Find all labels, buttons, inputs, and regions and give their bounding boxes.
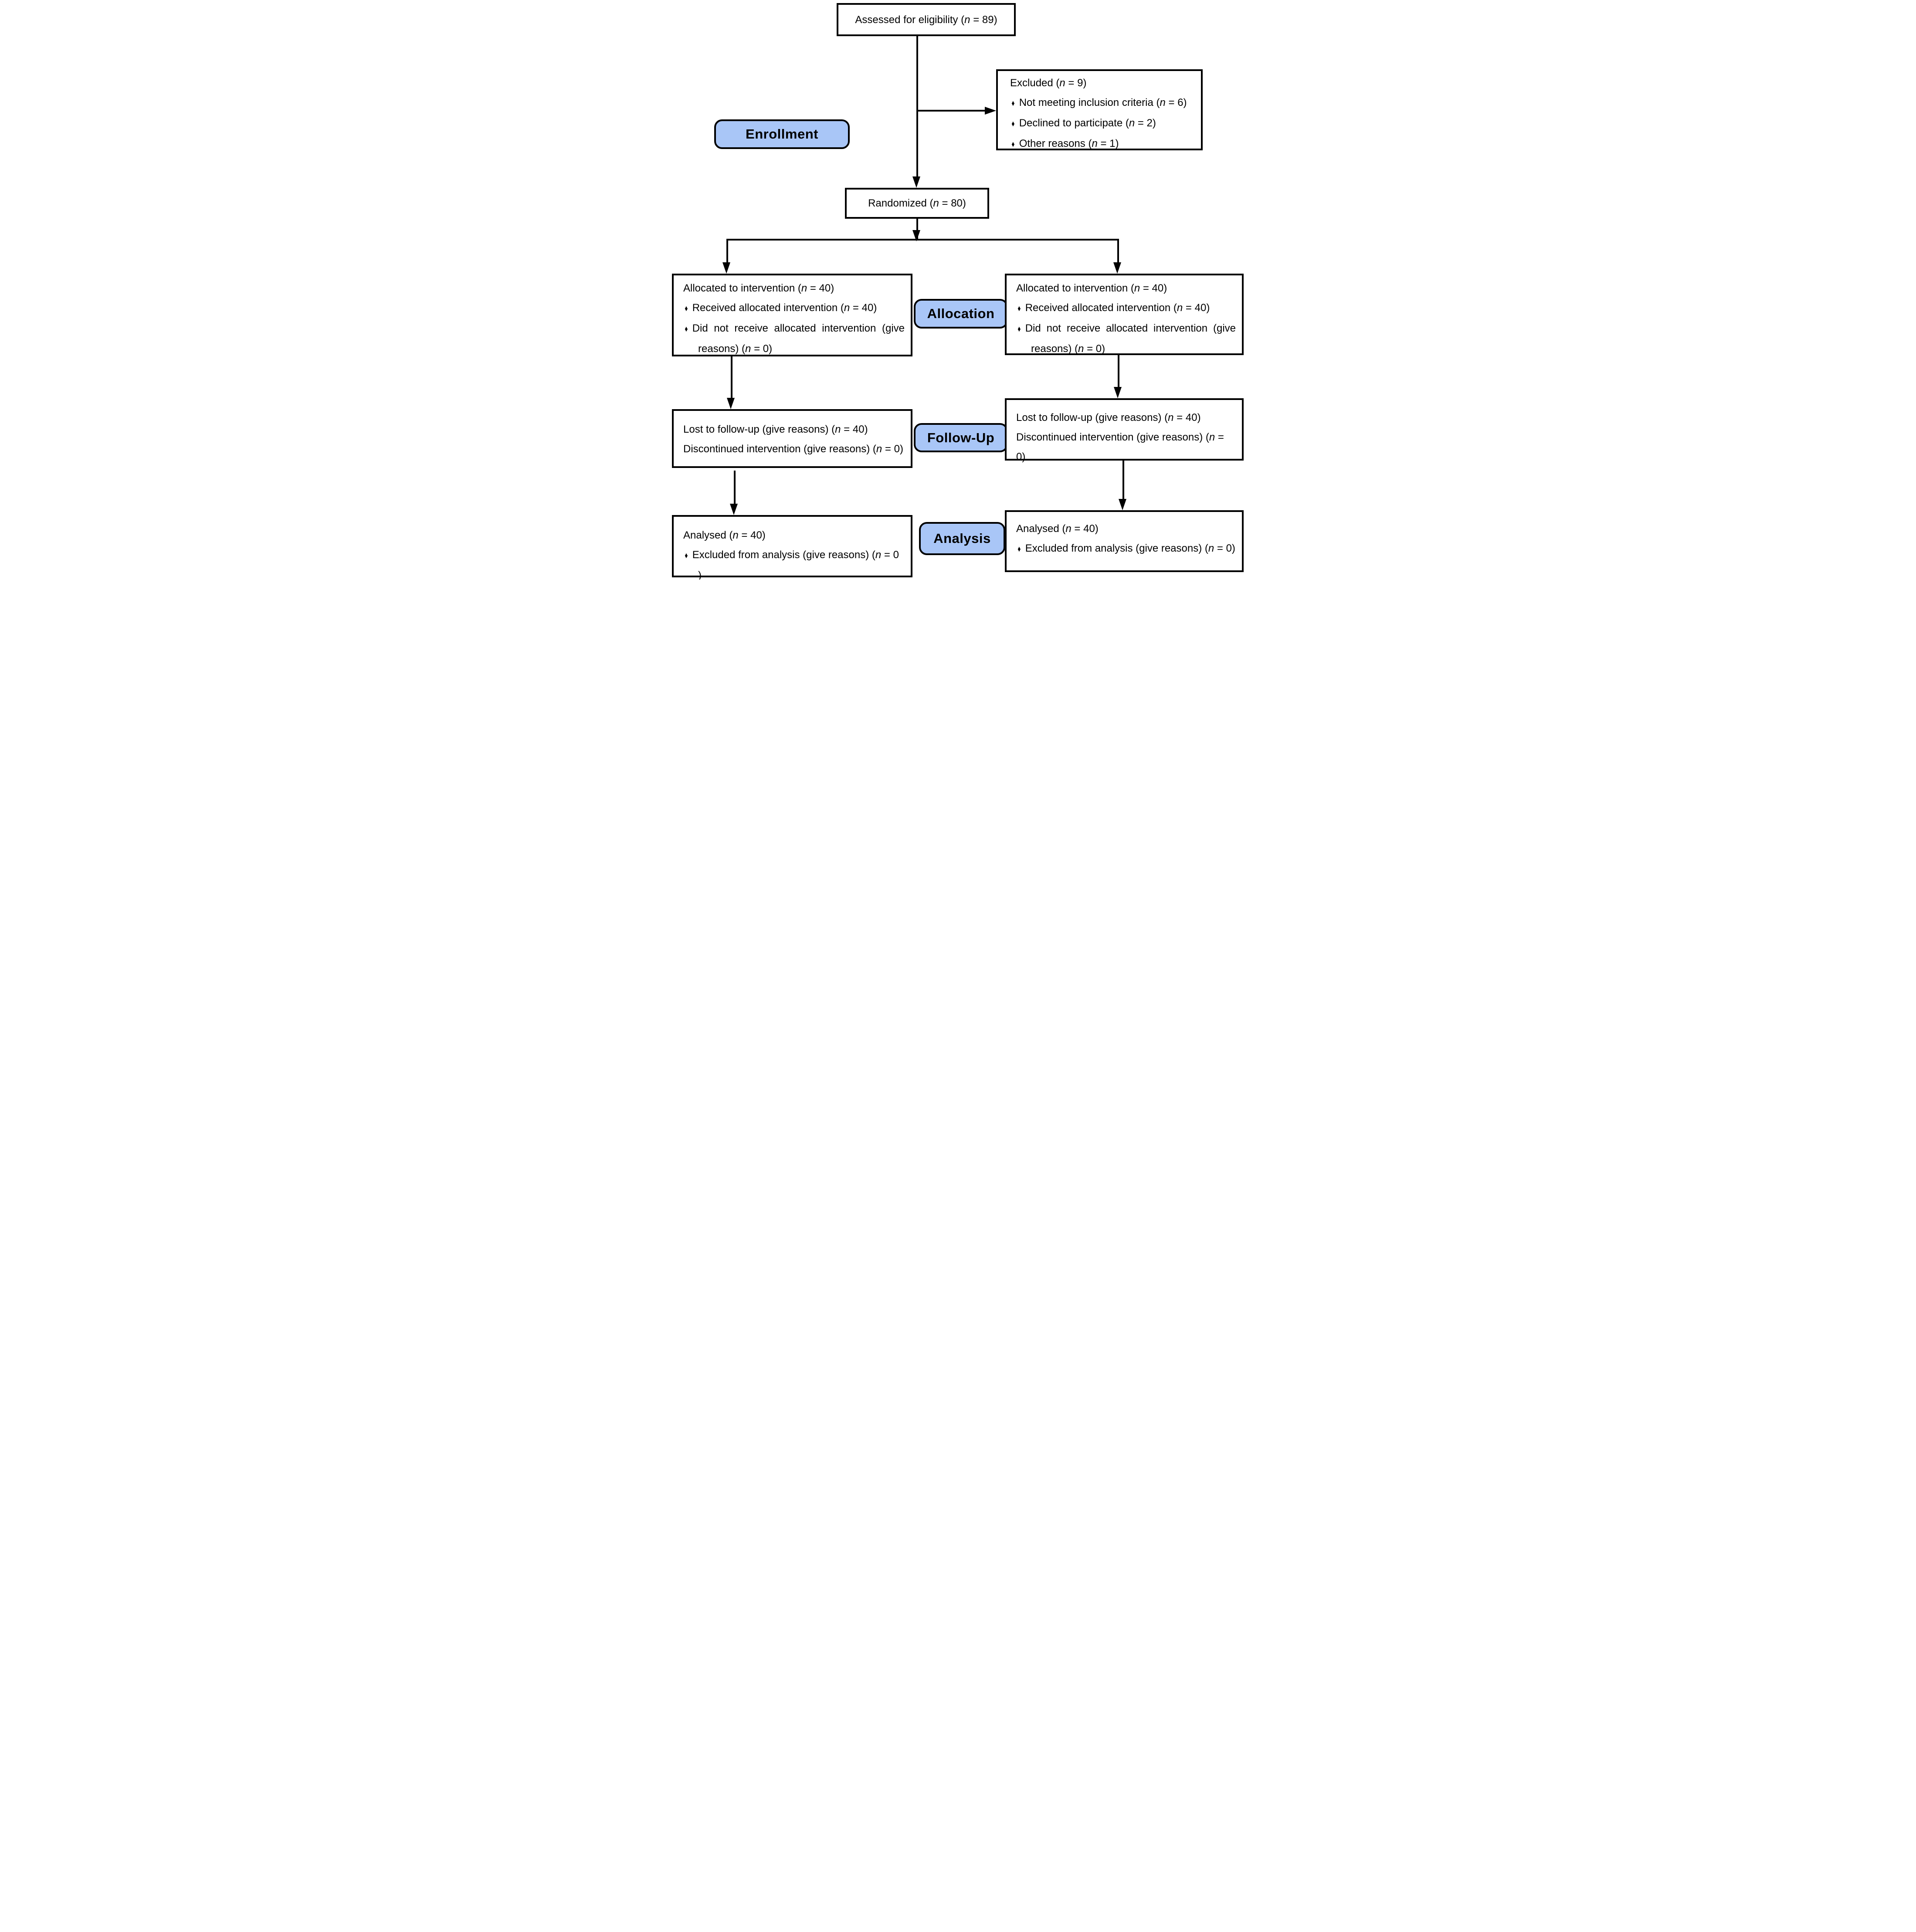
allocation-left-item: ♦ Did not receive allocated intervention … <box>683 319 905 359</box>
allocation-right-item: ♦ Did not receive allocated intervention … <box>1016 319 1236 359</box>
allocation-right-title: Allocated to intervention (n = 40) <box>1016 282 1167 294</box>
assessed-box: Assessed for eligibility (n = 89) <box>837 3 1016 36</box>
followup-left-box: Lost to follow-up (give reasons) (n = 40… <box>672 409 912 468</box>
randomized-text: Randomized (n = 80) <box>868 197 966 209</box>
excluded-content: Excluded (n = 9) ♦ Not meeting inclusion … <box>998 71 1201 154</box>
allocation-left-item-text: Did not receive allocated intervention (… <box>692 322 905 355</box>
arrowhead-to-followup-left-icon <box>727 398 735 409</box>
assessed-text: Assessed for eligibility (n = 89) <box>855 14 997 26</box>
allocation-left-box: Allocated to intervention (n = 40) ♦ Rece… <box>672 274 912 356</box>
diamond-bullet-icon: ♦ <box>1017 325 1021 334</box>
connector-assessed-to-randomized <box>916 36 918 177</box>
connector-to-excluded <box>917 110 986 112</box>
excluded-item: ♦ Other reasons (n = 1) <box>1010 134 1195 154</box>
stage-label-allocation: Allocation <box>914 299 1008 329</box>
analysis-left-box: Analysed (n = 40) ♦ Excluded from analysi… <box>672 515 912 580</box>
connector-randomized-to-branch <box>916 219 918 240</box>
arrowhead-to-allocation-right-icon <box>1113 262 1121 274</box>
diamond-bullet-icon: ♦ <box>685 304 688 313</box>
analysis-left-item-text: Excluded from analysis (give reasons) (n… <box>692 549 899 580</box>
connector-branch-left <box>726 239 728 263</box>
followup-left-line: Lost to follow-up (give reasons) (n = 40… <box>683 424 868 435</box>
allocation-right-item-text: Received allocated intervention (n = 40) <box>1025 302 1210 314</box>
followup-left-line: Discontinued intervention (give reasons)… <box>683 443 903 455</box>
stage-label-followup-text: Follow-Up <box>927 430 995 445</box>
followup-right-line: Lost to follow-up (give reasons) (n = 40… <box>1016 412 1201 424</box>
arrowhead-to-followup-right-icon <box>1114 387 1122 398</box>
arrowhead-to-randomized-icon <box>912 176 920 188</box>
diamond-bullet-icon: ♦ <box>1011 99 1015 108</box>
allocation-right-box: Allocated to intervention (n = 40) ♦ Rece… <box>1005 274 1244 355</box>
analysis-left-item: ♦ Excluded from analysis (give reasons) (… <box>683 545 905 580</box>
allocation-right-content: Allocated to intervention (n = 40) ♦ Rece… <box>1007 275 1242 359</box>
excluded-item: ♦ Declined to participate (n = 2) <box>1010 113 1195 134</box>
followup-left-content: Lost to follow-up (give reasons) (n = 40… <box>674 411 911 459</box>
stage-label-followup: Follow-Up <box>914 423 1008 452</box>
diamond-bullet-icon: ♦ <box>1017 304 1021 313</box>
followup-right-box: Lost to follow-up (give reasons) (n = 40… <box>1005 398 1244 463</box>
stage-label-allocation-text: Allocation <box>927 306 995 321</box>
excluded-item-text: Other reasons (n = 1) <box>1019 138 1119 149</box>
followup-right-content: Lost to follow-up (give reasons) (n = 40… <box>1007 400 1242 467</box>
connector-branch-bar <box>726 239 1118 241</box>
analysis-left-title: Analysed (n = 40) <box>683 529 766 541</box>
randomized-box: Randomized (n = 80) <box>845 188 989 219</box>
allocation-left-item-text: Received allocated intervention (n = 40) <box>692 302 877 314</box>
stage-label-enrollment: Enrollment <box>714 119 850 149</box>
arrowhead-branch-junction-icon <box>912 230 920 241</box>
allocation-left-title: Allocated to intervention (n = 40) <box>683 282 834 294</box>
stage-label-enrollment-text: Enrollment <box>746 126 818 142</box>
connector-followup-to-analysis-right <box>1122 461 1124 500</box>
diamond-bullet-icon: ♦ <box>685 325 688 334</box>
diamond-bullet-icon: ♦ <box>1017 545 1021 554</box>
connector-allocation-to-followup-right <box>1118 355 1119 388</box>
diamond-bullet-icon: ♦ <box>685 551 688 560</box>
stage-label-analysis-text: Analysis <box>933 531 991 546</box>
allocation-left-item: ♦ Received allocated intervention (n = 40… <box>683 298 905 319</box>
followup-right-line: Discontinued intervention (give reasons)… <box>1016 431 1224 463</box>
analysis-right-title: Analysed (n = 40) <box>1016 523 1099 535</box>
allocation-right-item: ♦ Received allocated intervention (n = 40… <box>1016 298 1236 319</box>
consort-flow-diagram: Enrollment Allocation Follow-Up Analysis… <box>671 0 1245 580</box>
stage-label-analysis: Analysis <box>919 522 1005 555</box>
excluded-title: Excluded (n = 9) <box>1010 77 1087 89</box>
connector-branch-right <box>1117 239 1119 263</box>
analysis-left-content: Analysed (n = 40) ♦ Excluded from analysi… <box>674 517 911 580</box>
arrowhead-to-analysis-left-icon <box>730 504 738 515</box>
arrowhead-to-analysis-right-icon <box>1119 499 1126 510</box>
excluded-box: Excluded (n = 9) ♦ Not meeting inclusion … <box>996 69 1203 150</box>
excluded-item-text: Not meeting inclusion criteria (n = 6) <box>1019 97 1187 108</box>
allocation-left-content: Allocated to intervention (n = 40) ♦ Rece… <box>674 275 911 359</box>
connector-followup-to-analysis-left <box>734 471 736 505</box>
analysis-right-item-text: Excluded from analysis (give reasons) (n… <box>1025 542 1235 554</box>
arrowhead-to-excluded-icon <box>985 107 996 115</box>
connector-allocation-to-followup-left <box>731 356 732 399</box>
excluded-item: ♦ Not meeting inclusion criteria (n = 6) <box>1010 93 1195 113</box>
analysis-right-content: Analysed (n = 40) ♦ Excluded from analysi… <box>1007 512 1242 559</box>
diamond-bullet-icon: ♦ <box>1011 119 1015 129</box>
diamond-bullet-icon: ♦ <box>1011 140 1015 149</box>
excluded-item-text: Declined to participate (n = 2) <box>1019 117 1156 129</box>
analysis-right-item: ♦ Excluded from analysis (give reasons) (… <box>1016 539 1236 559</box>
allocation-right-item-text: Did not receive allocated intervention (… <box>1025 322 1236 355</box>
arrowhead-to-allocation-left-icon <box>722 262 730 274</box>
analysis-right-box: Analysed (n = 40) ♦ Excluded from analysi… <box>1005 510 1244 572</box>
